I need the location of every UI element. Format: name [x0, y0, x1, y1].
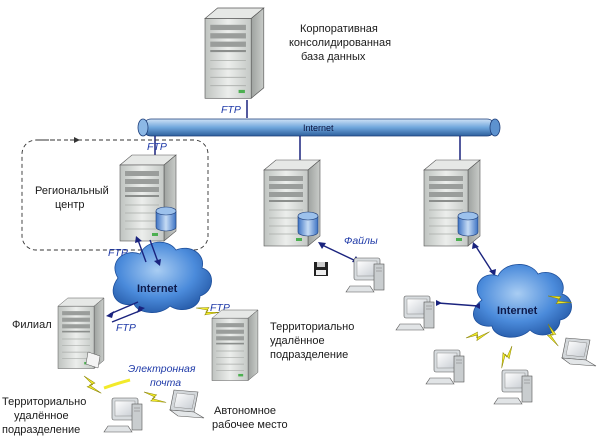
file-server [263, 159, 321, 247]
autonomous-label-2: рабочее место [212, 419, 288, 431]
floppy-disk-icon [314, 262, 328, 276]
right-pc1-link [437, 302, 479, 307]
right-laptop [561, 337, 597, 367]
files-link [319, 243, 359, 263]
autonomous-laptop [169, 389, 205, 419]
lightning-icon [143, 388, 167, 407]
internet-cloud-left [112, 241, 212, 313]
ftp-bus-label: FTP [147, 141, 167, 153]
database-label-3: база данных [301, 51, 366, 63]
cloud-right-label: Internet [497, 305, 538, 317]
regional-cloud-link-2 [149, 239, 159, 263]
right-workstation-2 [425, 349, 465, 385]
territorial-workstation [103, 397, 143, 433]
right-server-cloud-link [474, 244, 494, 274]
cloud-branch-link-1 [109, 301, 139, 315]
regional-label-2: центр [55, 199, 85, 211]
ftp-branch-label: FTP [116, 322, 136, 334]
database-label-2: консолидированная [289, 37, 391, 49]
database-server [204, 7, 265, 99]
regional-center-box [21, 139, 209, 251]
right-workstation-3 [493, 369, 533, 405]
territorial-server [211, 309, 259, 381]
internet-cloud-right [472, 264, 572, 338]
email-label-2: почта [150, 377, 181, 389]
lightning-icon [497, 345, 516, 369]
email-label-1: Электронная [128, 363, 196, 375]
branch-label: Филиал [12, 319, 52, 331]
autonomous-label-1: Автономное [214, 405, 276, 417]
ftp-db-label: FTP [221, 104, 241, 116]
files-label: Файлы [344, 235, 378, 247]
bus-label: Internet [303, 123, 334, 133]
internet-bus [137, 118, 501, 137]
regional-cloud-link-1 [137, 239, 147, 263]
email-lightning-link [103, 378, 131, 390]
regional-server [119, 154, 177, 242]
database-label-1: Корпоративная [300, 23, 378, 35]
right-workstation-1 [395, 295, 435, 331]
cloud-left-label: Internet [137, 283, 178, 295]
regional-label-1: Региональный [35, 185, 109, 197]
cloud-branch-link-2 [111, 309, 143, 323]
territorial-bottom-label-1: Территориально [2, 396, 86, 408]
lightning-icon [81, 375, 104, 394]
territorial-mid-label-3: подразделение [270, 349, 348, 361]
territorial-mid-label-1: Территориально [270, 321, 354, 333]
ftp-regional-label: FTP [108, 247, 128, 259]
right-server [423, 159, 481, 247]
regional-arrow-icon [74, 137, 80, 143]
files-workstation [345, 257, 385, 293]
territorial-bottom-label-3: подразделение [2, 424, 80, 436]
document-icon [85, 351, 101, 369]
territorial-mid-label-2: удалённое [270, 335, 325, 347]
territorial-bottom-label-2: удалённое [14, 410, 69, 422]
